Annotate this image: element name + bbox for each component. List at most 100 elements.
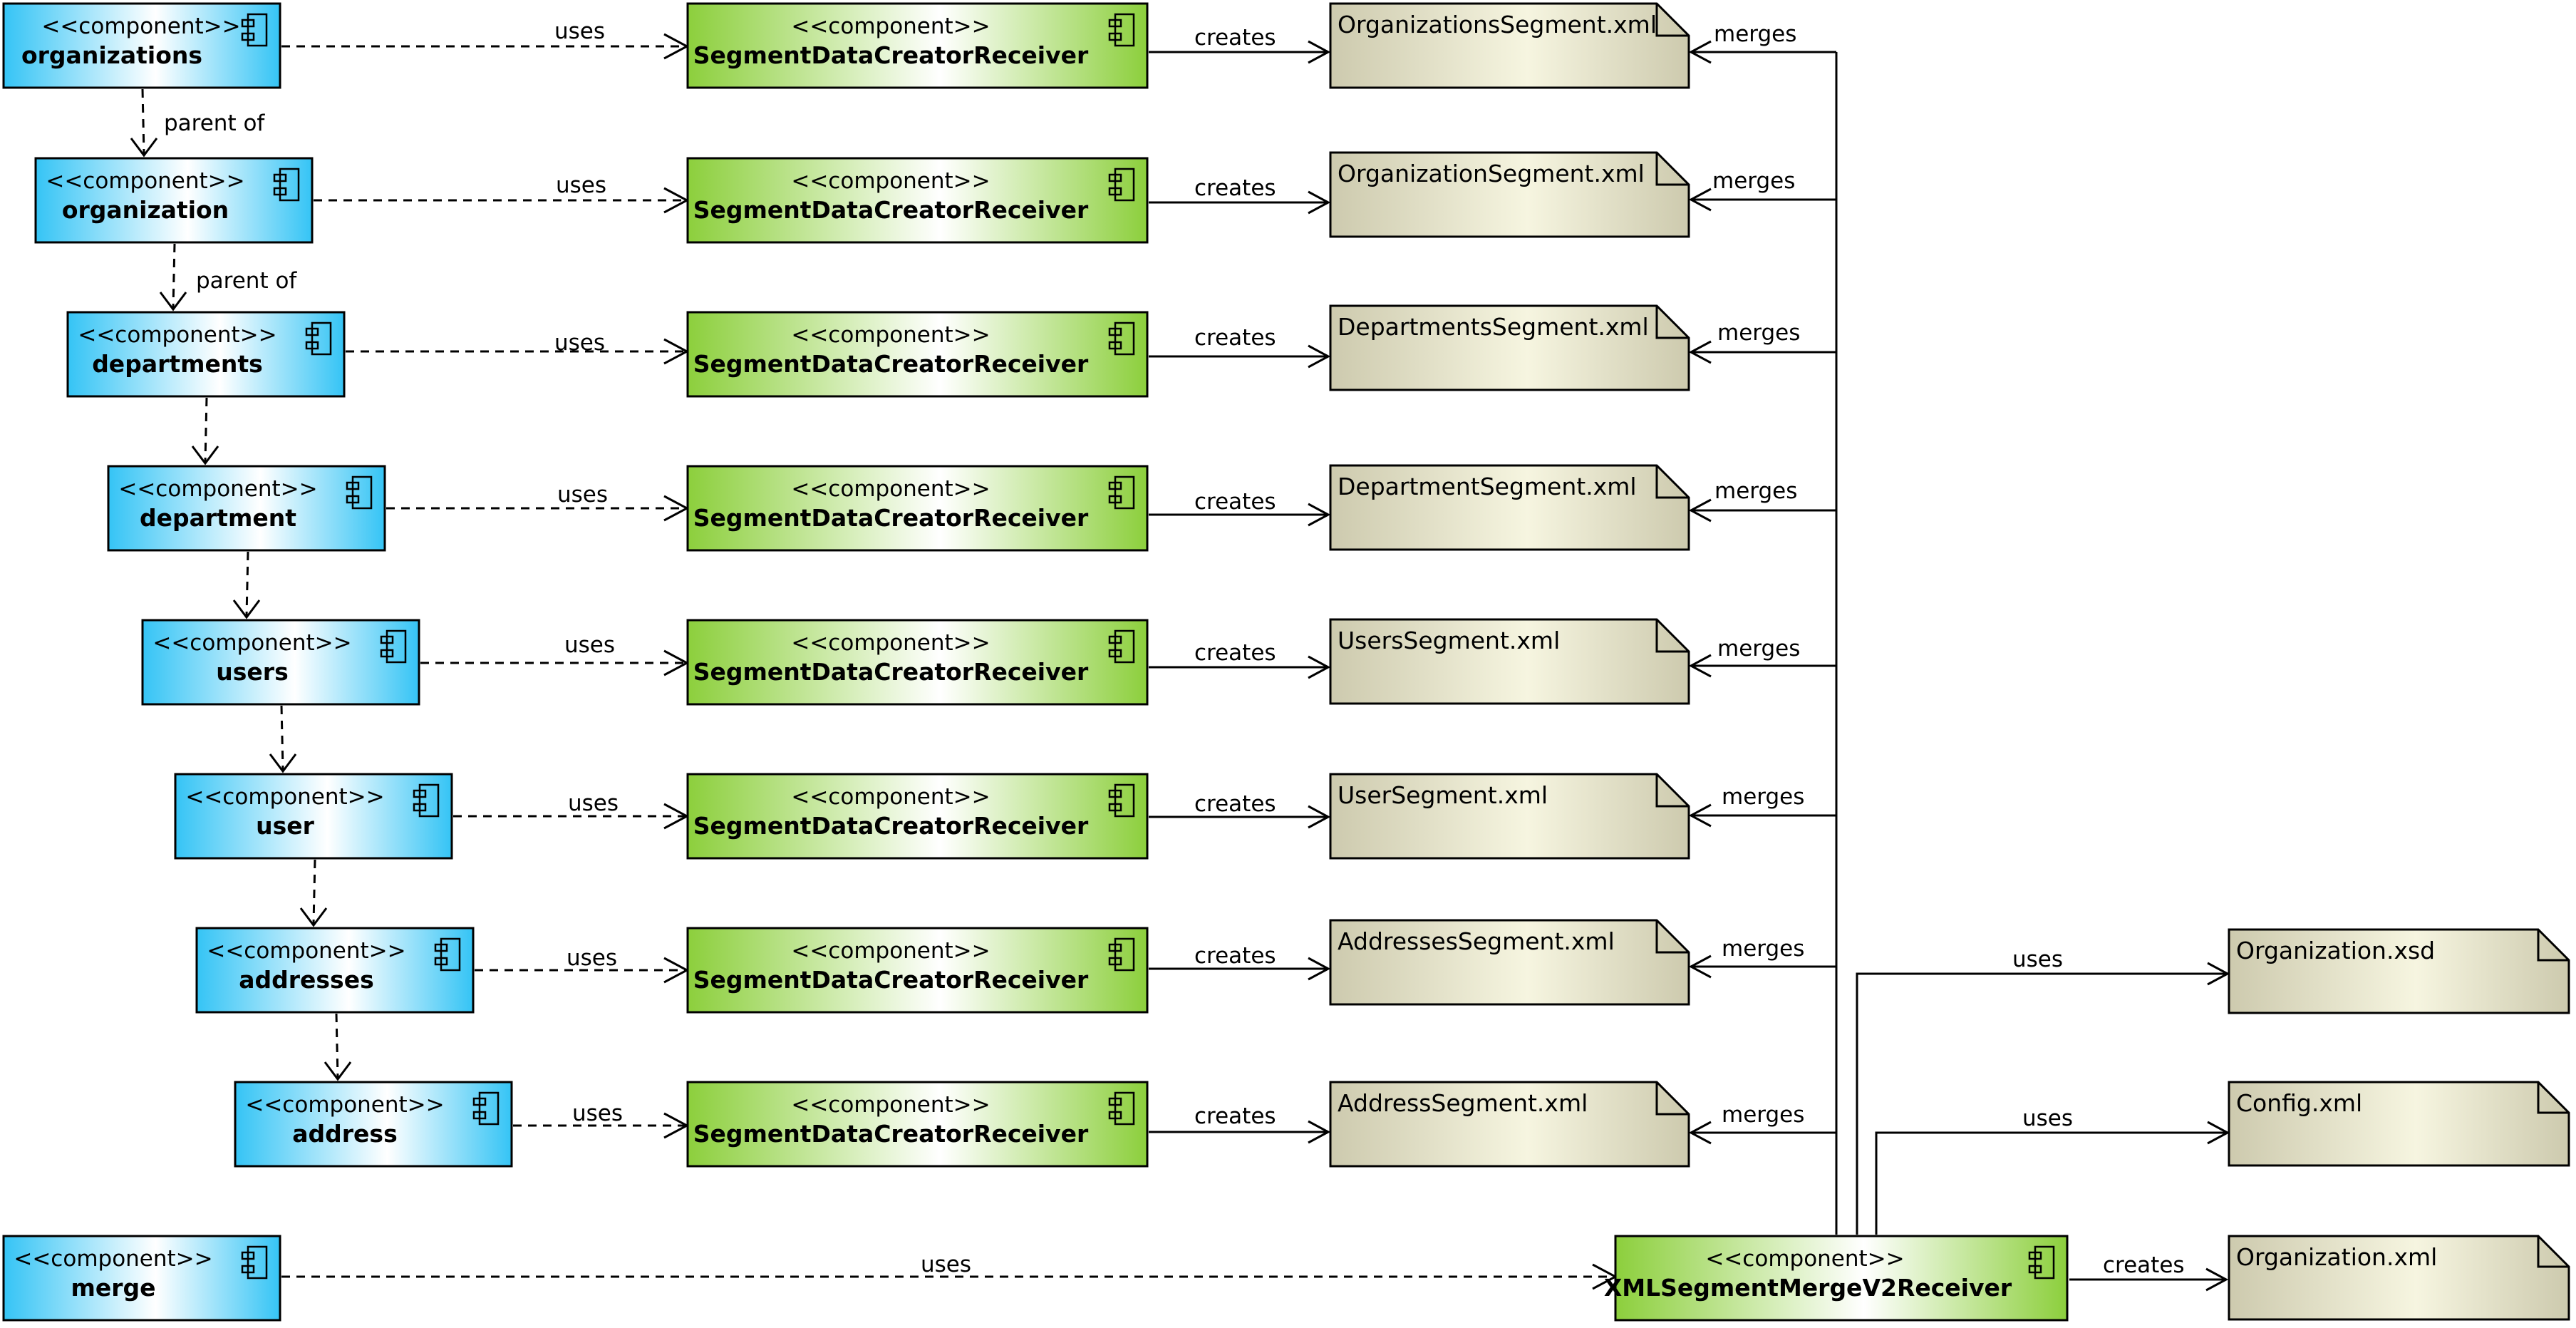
component-name: SegmentDataCreatorReceiver — [693, 1120, 1089, 1148]
creator-component-7[interactable]: <<component>> SegmentDataCreatorReceiver — [686, 927, 1149, 1014]
component-name: SegmentDataCreatorReceiver — [693, 812, 1089, 840]
component-name: XMLSegmentMergeV2Receiver — [1604, 1274, 2012, 1302]
uses-label: uses — [557, 482, 608, 508]
uses-label: uses — [556, 173, 606, 198]
component-departments[interactable]: <<component>> departments — [66, 311, 346, 398]
file-name: Organization.xml — [2236, 1243, 2437, 1271]
file-users-segment[interactable]: UsersSegment.xml — [1329, 618, 1690, 705]
component-icon — [434, 937, 461, 972]
component-stereotype: <<component>> — [46, 168, 244, 194]
component-merge[interactable]: <<component>> merge — [2, 1235, 281, 1322]
component-stereotype: <<component>> — [791, 322, 990, 348]
component-xml-segment-merge-receiver[interactable]: <<component>> XMLSegmentMergeV2Receiver — [1604, 1235, 2069, 1322]
file-organization-xml[interactable]: Organization.xml — [2228, 1235, 2570, 1321]
component-icon — [1108, 937, 1135, 972]
file-name: AddressSegment.xml — [1338, 1089, 1588, 1117]
component-stereotype: <<component>> — [791, 168, 990, 194]
component-stereotype: <<component>> — [207, 938, 405, 964]
merges-label: merges — [1722, 936, 1804, 962]
creator-component-4[interactable]: <<component>> SegmentDataCreatorReceiver — [686, 465, 1149, 552]
component-stereotype: <<component>> — [78, 322, 276, 348]
component-stereotype: <<component>> — [791, 1092, 990, 1118]
creates-label: creates — [1194, 489, 1276, 515]
creator-component-6[interactable]: <<component>> SegmentDataCreatorReceiver — [686, 773, 1149, 860]
component-icon — [380, 629, 407, 664]
uses-label: uses — [567, 945, 617, 971]
uses-label: uses — [2022, 1106, 2073, 1131]
component-icon — [2028, 1245, 2055, 1280]
component-stereotype: <<component>> — [791, 938, 990, 964]
uses-label: uses — [921, 1252, 971, 1277]
creates-edges: creates creates creates creates creates … — [1149, 25, 2229, 1292]
creates-label: creates — [1194, 325, 1276, 351]
component-stereotype: <<component>> — [41, 14, 240, 39]
component-name: merge — [71, 1274, 155, 1302]
component-name: user — [256, 812, 315, 840]
creates-label: creates — [1194, 640, 1276, 666]
creator-component-8[interactable]: <<component>> SegmentDataCreatorReceiver — [686, 1081, 1149, 1168]
component-name: address — [292, 1120, 397, 1148]
creator-component-1[interactable]: <<component>> SegmentDataCreatorReceiver — [686, 2, 1149, 89]
component-stereotype: <<component>> — [118, 476, 317, 502]
component-icon — [1108, 629, 1135, 664]
component-name: SegmentDataCreatorReceiver — [693, 504, 1089, 532]
component-icon — [305, 321, 332, 356]
file-department-segment[interactable]: DepartmentSegment.xml — [1329, 464, 1690, 551]
component-stereotype: <<component>> — [791, 630, 990, 656]
component-name: SegmentDataCreatorReceiver — [693, 196, 1089, 224]
file-name: UsersSegment.xml — [1338, 627, 1560, 654]
file-name: DepartmentSegment.xml — [1338, 473, 1637, 500]
file-name: UserSegment.xml — [1338, 781, 1548, 809]
merges-edges: merges merges merges merges merges merge… — [1688, 21, 1838, 1235]
creates-label: creates — [1194, 943, 1276, 969]
component-address[interactable]: <<component>> address — [234, 1081, 513, 1168]
component-organizations[interactable]: <<component>> organizations — [2, 2, 281, 89]
file-organizations-segment[interactable]: OrganizationsSegment.xml — [1329, 2, 1690, 89]
component-addresses[interactable]: <<component>> addresses — [195, 927, 475, 1014]
file-user-segment[interactable]: UserSegment.xml — [1329, 773, 1690, 860]
component-name: SegmentDataCreatorReceiver — [693, 658, 1089, 686]
creator-component-5[interactable]: <<component>> SegmentDataCreatorReceiver — [686, 619, 1149, 706]
file-name: OrganizationsSegment.xml — [1338, 11, 1657, 38]
component-name: organizations — [21, 41, 202, 69]
file-config-xml[interactable]: Config.xml — [2228, 1081, 2570, 1167]
component-icon — [241, 13, 268, 47]
component-organization[interactable]: <<component>> organization — [34, 157, 314, 244]
file-organization-segment[interactable]: OrganizationSegment.xml — [1329, 151, 1690, 238]
merges-label: merges — [1722, 784, 1804, 810]
component-name: SegmentDataCreatorReceiver — [693, 350, 1089, 378]
file-departments-segment[interactable]: DepartmentsSegment.xml — [1329, 304, 1690, 391]
merges-label: merges — [1717, 636, 1800, 662]
component-icon — [1108, 1091, 1135, 1126]
parent-of-label: parent of — [196, 268, 297, 294]
merges-label: merges — [1717, 320, 1800, 346]
creates-label: creates — [2103, 1252, 2185, 1278]
merges-label: merges — [1722, 1102, 1804, 1128]
component-users[interactable]: <<component>> users — [141, 619, 420, 706]
component-icon — [1108, 168, 1135, 202]
component-department[interactable]: <<component>> department — [107, 465, 386, 552]
creator-component-2[interactable]: <<component>> SegmentDataCreatorReceiver — [686, 157, 1149, 244]
component-user[interactable]: <<component>> user — [174, 773, 453, 860]
uses-label: uses — [554, 330, 605, 356]
merges-label: merges — [1714, 478, 1797, 504]
component-icon — [273, 168, 300, 202]
file-address-segment[interactable]: AddressSegment.xml — [1329, 1081, 1690, 1168]
component-stereotype: <<component>> — [245, 1092, 444, 1118]
component-stereotype: <<component>> — [1705, 1246, 1904, 1272]
creator-component-3[interactable]: <<component>> SegmentDataCreatorReceiver — [686, 311, 1149, 398]
uses-label: uses — [568, 791, 619, 816]
component-name: SegmentDataCreatorReceiver — [693, 966, 1089, 994]
component-stereotype: <<component>> — [791, 14, 990, 39]
file-organization-xsd[interactable]: Organization.xsd — [2228, 928, 2570, 1014]
creates-label: creates — [1194, 1103, 1276, 1129]
file-name: DepartmentsSegment.xml — [1338, 313, 1649, 341]
component-name: users — [216, 658, 288, 686]
component-icon — [413, 783, 440, 818]
merges-label: merges — [1714, 21, 1796, 47]
uses-label: uses — [564, 632, 615, 658]
file-addresses-segment[interactable]: AddressesSegment.xml — [1329, 919, 1690, 1006]
component-name: departments — [92, 350, 263, 378]
component-stereotype: <<component>> — [14, 1246, 212, 1272]
